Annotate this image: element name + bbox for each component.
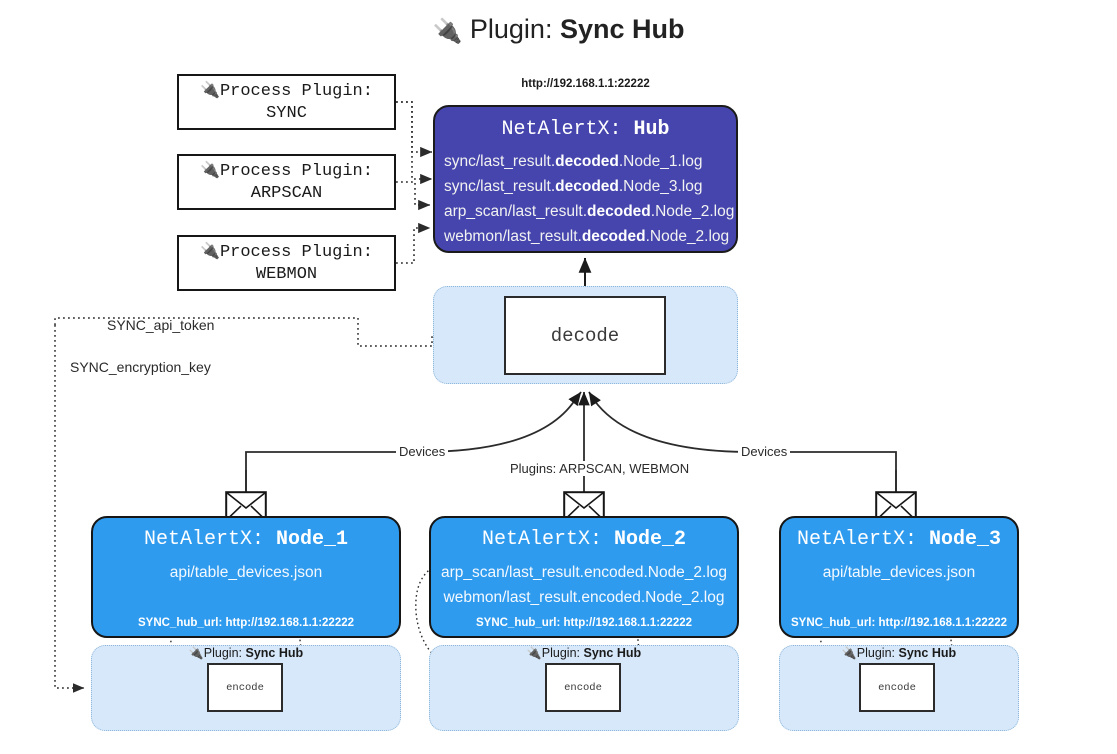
hub-log-line: sync/last_result.decoded.Node_1.log [444,153,703,170]
node-log-list: api/table_devices.json [781,560,1017,585]
edge-label-devices-left: Devices [396,444,449,459]
page-title-name: Sync Hub [559,14,685,44]
node-hub-url: SYNC_hub_url: http://192.168.1.1:22222 [137,617,355,629]
process-plugin-label: Process Plugin: [219,161,373,181]
edge-node1-to-decode [245,391,582,493]
node-box-node3[interactable]: NetAlertX: Node_3 api/table_devices.json… [779,516,1019,638]
page-title: 🔌 Plugin: Sync Hub [0,14,1117,46]
node-box-node1[interactable]: NetAlertX: Node_1 api/table_devices.json… [91,516,401,638]
encode-band-label-node1: 🔌Plugin: Sync Hub [188,646,304,660]
process-plugin-name: SYNC [266,103,307,123]
encode-label: encode [226,681,264,694]
process-plugin-name: WEBMON [255,264,318,284]
edge-label-devices-right: Devices [738,444,791,459]
edge-arpscan-to-hublog3 [396,181,431,211]
hub-log-line: sync/last_result.decoded.Node_3.log [444,178,703,196]
node-log-line: api/table_devices.json [822,564,976,581]
encode-box-node1[interactable]: encode [207,663,283,712]
node-title: NetAlertX: Node_2 [481,528,687,551]
node-log-line: arp_scan/last_result.encoded.Node_2.log [440,564,728,581]
node-log-line: api/table_devices.json [169,564,323,581]
hub-log-line: webmon/last_result.decoded.Node_2.log [444,228,730,246]
plug-icon: 🔌 [200,240,220,260]
process-plugin-label: Process Plugin: [219,81,373,101]
node-title: NetAlertX: Node_1 [143,528,349,551]
encode-label: encode [878,681,916,694]
secret-label-api-token: SYNC_api_token [107,317,215,333]
decode-box[interactable]: decode [504,296,666,375]
plug-icon: 🔌 [432,18,463,45]
plug-icon: 🔌 [526,646,542,660]
envelope-icon-node3 [875,491,917,522]
encode-box-node2[interactable]: encode [545,663,621,712]
envelope-icon-node2 [563,491,605,522]
page-title-prefix: Plugin: [469,14,553,44]
edge-encryption-key-to-bands [54,325,85,693]
node-log-list: api/table_devices.json [93,560,399,585]
plug-icon: 🔌 [200,159,220,179]
plug-icon: 🔌 [841,646,857,660]
hub-url: http://192.168.1.1:22222 [521,78,650,90]
hub-title-name: Hub [633,118,670,141]
hub-log-line: arp_scan/last_result.decoded.Node_2.log [444,203,735,221]
node-hub-url: SYNC_hub_url: http://192.168.1.1:22222 [475,617,693,629]
edge-sync-to-hublog1 [396,101,433,158]
encode-label: encode [564,681,602,694]
hub-title-prefix: NetAlertX: [501,118,622,141]
edge-label-plugins-center: Plugins: ARPSCAN, WEBMON [507,461,693,476]
plug-icon: 🔌 [200,79,220,99]
hub-log-list: sync/last_result.decoded.Node_1.log sync… [435,149,736,249]
process-plugin-sync[interactable]: 🔌Process Plugin: SYNC [177,74,396,130]
node-log-list: arp_scan/last_result.encoded.Node_2.log … [431,560,737,610]
edge-node2-logs-to-encode [415,567,521,691]
plug-icon: 🔌 [188,646,204,660]
encode-box-node3[interactable]: encode [859,663,935,712]
process-plugin-label: Process Plugin: [219,242,373,262]
node-title: NetAlertX: Node_3 [796,528,1002,551]
node-hub-url: SYNC_hub_url: http://192.168.1.1:22222 [790,617,1008,629]
node-box-node2[interactable]: NetAlertX: Node_2 arp_scan/last_result.e… [429,516,739,638]
encode-band-label-node2: 🔌Plugin: Sync Hub [526,646,642,660]
process-plugin-arpscan[interactable]: 🔌Process Plugin: ARPSCAN [177,154,396,210]
secret-label-encryption-key: SYNC_encryption_key [70,359,211,375]
encode-band-label-node3: 🔌Plugin: Sync Hub [841,646,957,660]
edge-webmon-to-hublog4 [396,222,431,264]
edge-sync-to-hublog2 [396,101,433,185]
hub-box[interactable]: NetAlertX: Hub sync/last_result.decoded.… [433,105,738,253]
node-log-line: webmon/last_result.encoded.Node_2.log [443,589,725,607]
edge-node3-to-decode [588,391,897,493]
process-plugin-webmon[interactable]: 🔌Process Plugin: WEBMON [177,235,396,291]
decode-label: decode [550,324,620,347]
hub-title: NetAlertX: Hub [435,118,736,141]
process-plugin-name: ARPSCAN [250,183,323,203]
